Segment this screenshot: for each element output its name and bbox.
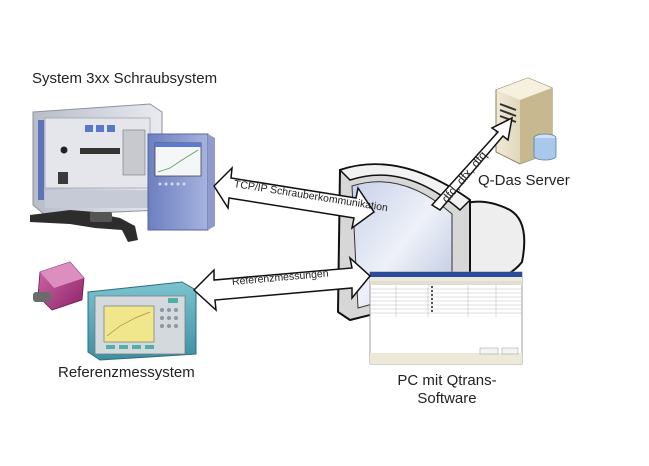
pc-label-line2: Software	[417, 390, 477, 407]
server-label: Q-Das Server	[478, 172, 570, 189]
tcp-arrow	[213, 165, 376, 230]
server-image	[495, 77, 557, 165]
reference-arrow	[192, 255, 372, 312]
reference-system-image	[33, 261, 197, 361]
qtrans-window	[369, 271, 523, 365]
pc-label-line1: PC mit Qtrans-	[397, 372, 497, 389]
server-arrow	[430, 116, 514, 211]
screwing-system-label: System 3xx Schraubsystem	[32, 70, 218, 87]
reference-system-label: Referenzmessystem	[58, 364, 195, 381]
screwing-system-image	[30, 103, 215, 242]
pc-label: PC mit Qtrans- Software	[392, 372, 502, 408]
